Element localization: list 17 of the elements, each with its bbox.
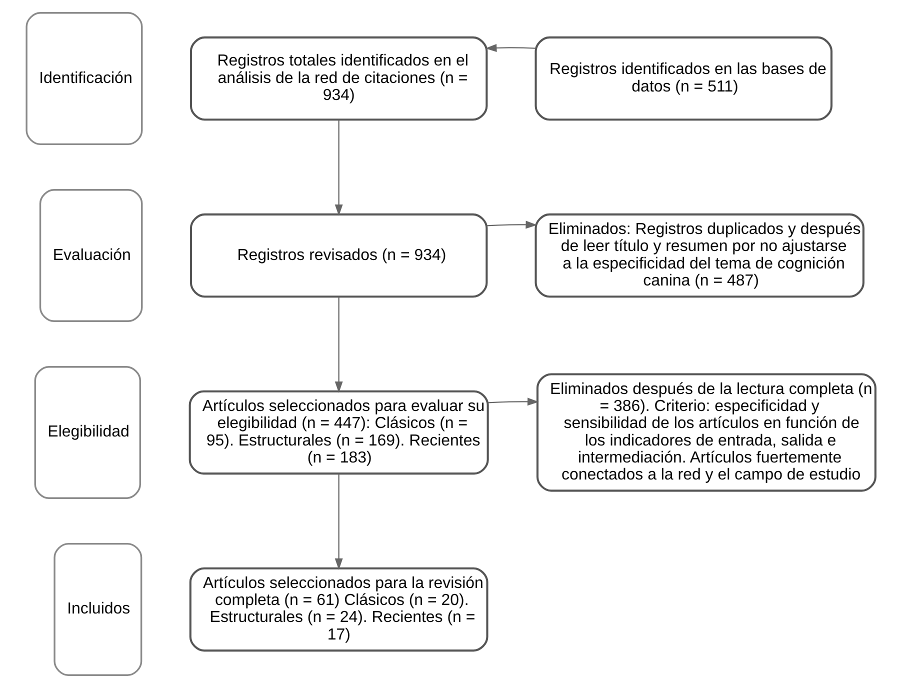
node-box: Elegibilidad (34, 366, 141, 499)
node-box: Identificación (25, 12, 142, 146)
node-box: Eliminados: Registros duplicados y después de leer título y resumen por no ajustarse a la especificidad del tema de cognición canina (n = 487) (534, 213, 864, 298)
node-box: Registros revisados (n = 934) (189, 213, 488, 298)
arrow (484, 44, 536, 52)
node-box: Artículos seleccionados para evaluar su elegibilidad (n = 447): Clásicos (n = 95). Estructurales (n = 169). Recientes (n = 183) (188, 390, 488, 475)
node-box: Artículos seleccionados para la revisión completa (n = 61) Clásicos (n = 20). Estructurales (n = 24). Recientes (n = 17) (188, 567, 488, 652)
arrow (334, 296, 342, 393)
node-box: Registros totales identificados en el análisis de la red de citaciones (n = 934) (189, 36, 488, 121)
arrow (488, 398, 538, 406)
node-box: Registros identificados en las bases de datos (n = 511) (534, 36, 832, 121)
arrow (334, 474, 342, 570)
arrow (334, 120, 342, 216)
node-box: Eliminados después de la lectura completa (n = 386). Criterio: especificidad y sensibilidad de los artículos en función de los indicadores de entrada, salida e intermediación. Artículos fuertemente conectados a la red y el campo de estudio (536, 373, 876, 492)
arrow (486, 220, 537, 229)
node-box: Evaluación (38, 189, 142, 322)
node-box: Incluidos (53, 542, 142, 676)
